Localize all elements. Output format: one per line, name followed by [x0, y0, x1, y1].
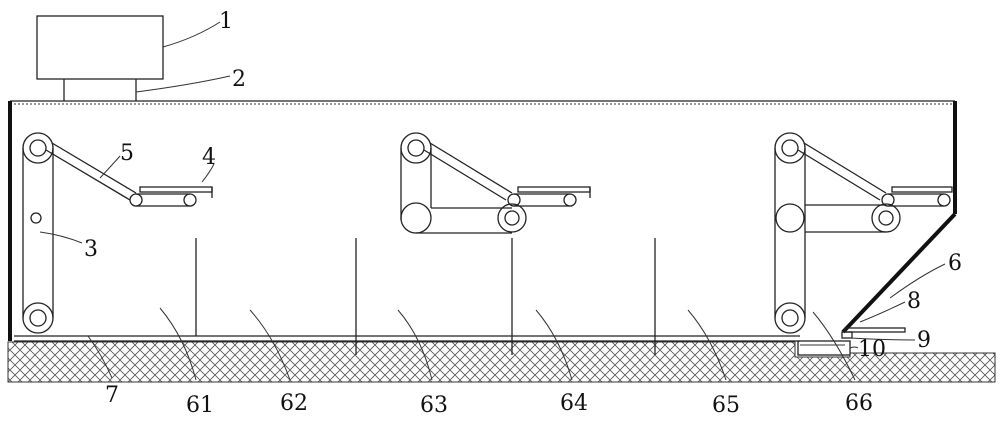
label-63: 63 [420, 393, 448, 418]
label-3: 3 [84, 237, 98, 262]
label-8: 8 [907, 289, 921, 314]
conveyor-unit-left [23, 133, 212, 333]
leader-lines [40, 22, 945, 380]
label-4: 4 [202, 145, 216, 170]
components-8-9-10 [798, 328, 905, 355]
component-1-box [37, 16, 163, 101]
label-2: 2 [232, 67, 246, 92]
ground [8, 342, 995, 382]
label-66: 66 [845, 391, 873, 416]
label-65: 65 [712, 393, 740, 418]
conveyor-unit-middle [401, 133, 590, 233]
label-5: 5 [120, 141, 134, 166]
label-7: 7 [105, 383, 119, 408]
partitions [196, 238, 655, 355]
label-9: 9 [917, 328, 931, 353]
label-10: 10 [858, 337, 886, 362]
label-62: 62 [280, 391, 308, 416]
bottom-rail [14, 336, 800, 341]
conveyor-unit-right [775, 133, 952, 333]
housing [10, 101, 955, 341]
label-6: 6 [948, 251, 962, 276]
label-64: 64 [560, 391, 588, 416]
label-1: 1 [219, 9, 233, 34]
label-61: 61 [186, 393, 214, 418]
